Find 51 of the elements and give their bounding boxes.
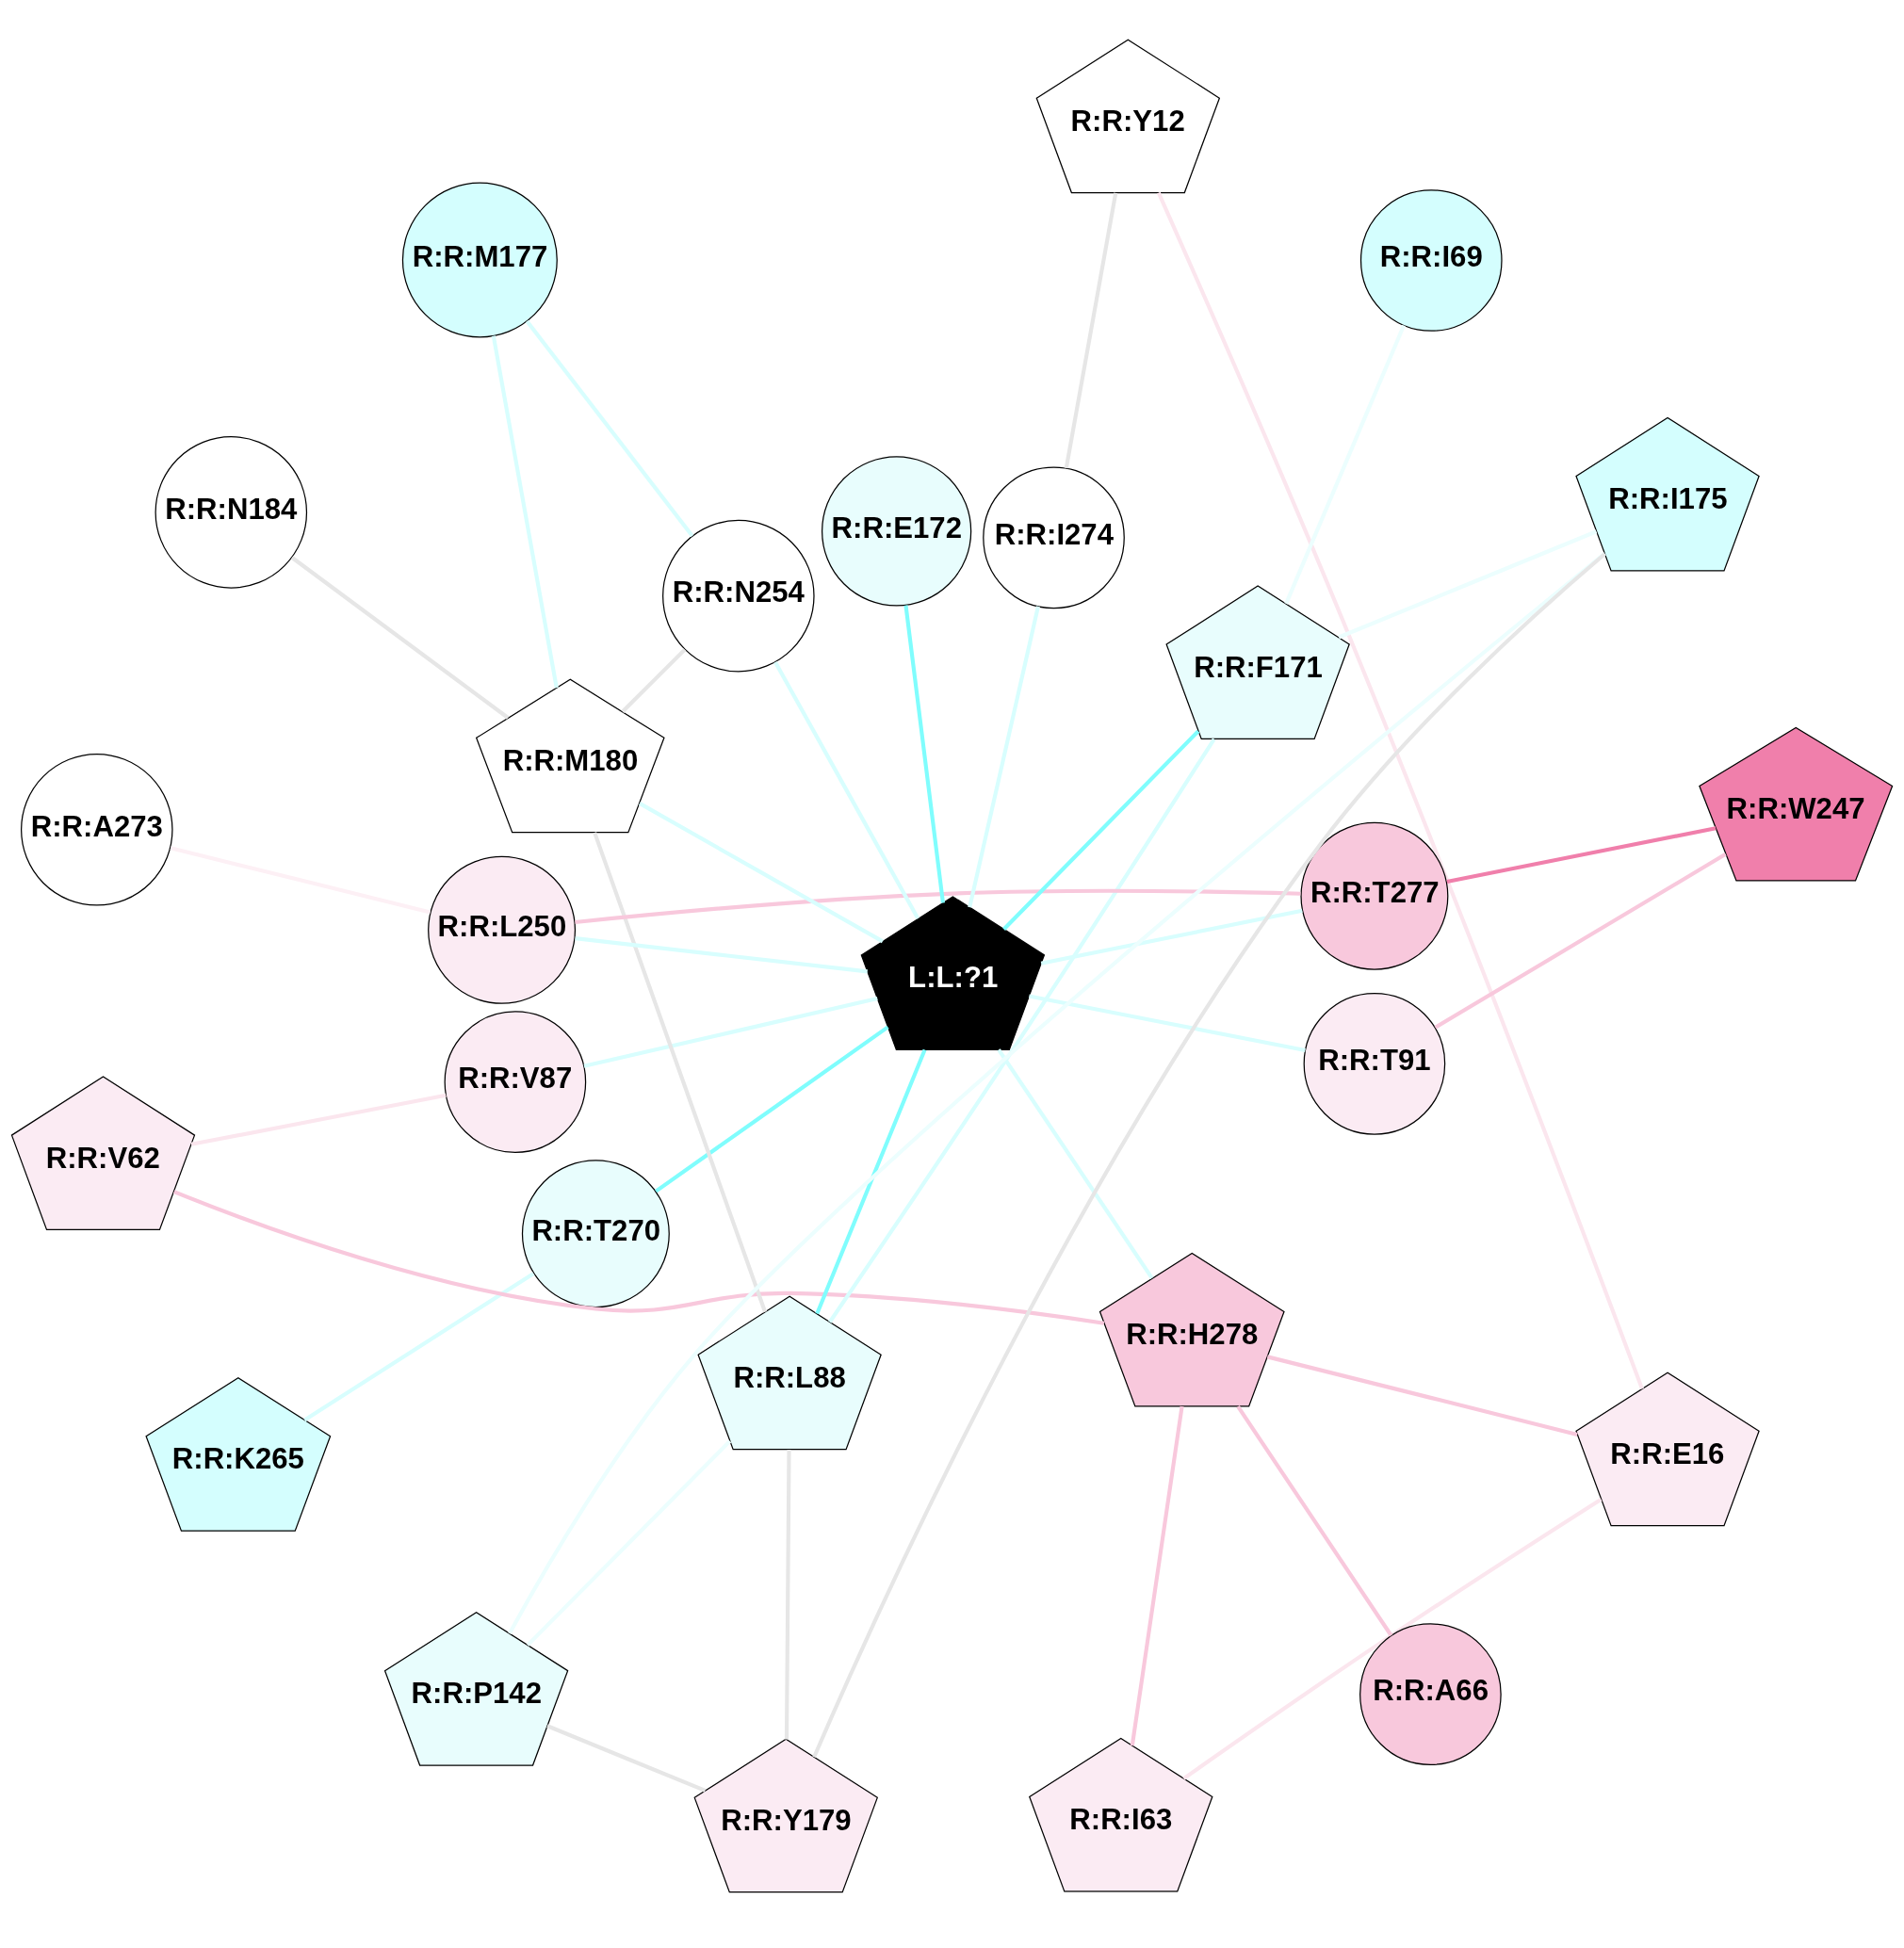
connector [303,1272,535,1422]
connector [1338,529,1598,640]
connector [621,648,687,714]
connector [828,738,1216,1323]
connector [1182,1498,1603,1780]
connector [546,1724,707,1793]
connector [784,1449,791,1740]
node-circle: R:R:M177 [401,182,558,338]
connector [968,606,1040,908]
node-circle: R:R:N254 [662,519,815,673]
connector [655,1025,889,1193]
connector [1064,192,1118,469]
connector [575,936,868,974]
connector [526,1439,732,1647]
connector [1236,1405,1393,1637]
connector [1266,1355,1578,1437]
connector [773,661,920,920]
connector [1040,908,1303,966]
connector [190,1093,447,1146]
connector [1002,729,1200,931]
node-circle: R:R:I274 [983,466,1125,609]
connector [170,846,431,915]
connector [525,319,694,538]
connector [290,556,510,720]
node-circle: R:R:A66 [1359,1623,1502,1765]
connector [1446,826,1717,885]
node-circle: R:R:N184 [155,436,308,589]
node-circle: R:R:E172 [822,456,972,607]
connector [903,605,945,903]
connector [1156,191,1644,1390]
connector [1434,852,1727,1030]
node-circle: R:R:I69 [1359,189,1503,332]
connector [997,1048,1154,1280]
connector [491,335,559,689]
node-circle: R:R:A273 [21,754,173,906]
connector [638,802,884,944]
node-circle: R:R:T91 [1303,993,1446,1135]
connector [812,552,1606,1759]
connector [583,997,878,1068]
connector [593,832,768,1313]
node-circle: R:R:V87 [444,1011,587,1153]
node-circle: R:R:L250 [428,855,577,1004]
node-circle: R:R:T277 [1300,821,1449,970]
connector [172,1190,1105,1325]
connector [575,888,1301,924]
connector [1130,1405,1184,1746]
connector [815,1048,927,1315]
connector [508,551,1606,1635]
connector [1028,994,1306,1052]
node-circle: R:R:T270 [521,1160,670,1308]
connector [1284,324,1406,605]
